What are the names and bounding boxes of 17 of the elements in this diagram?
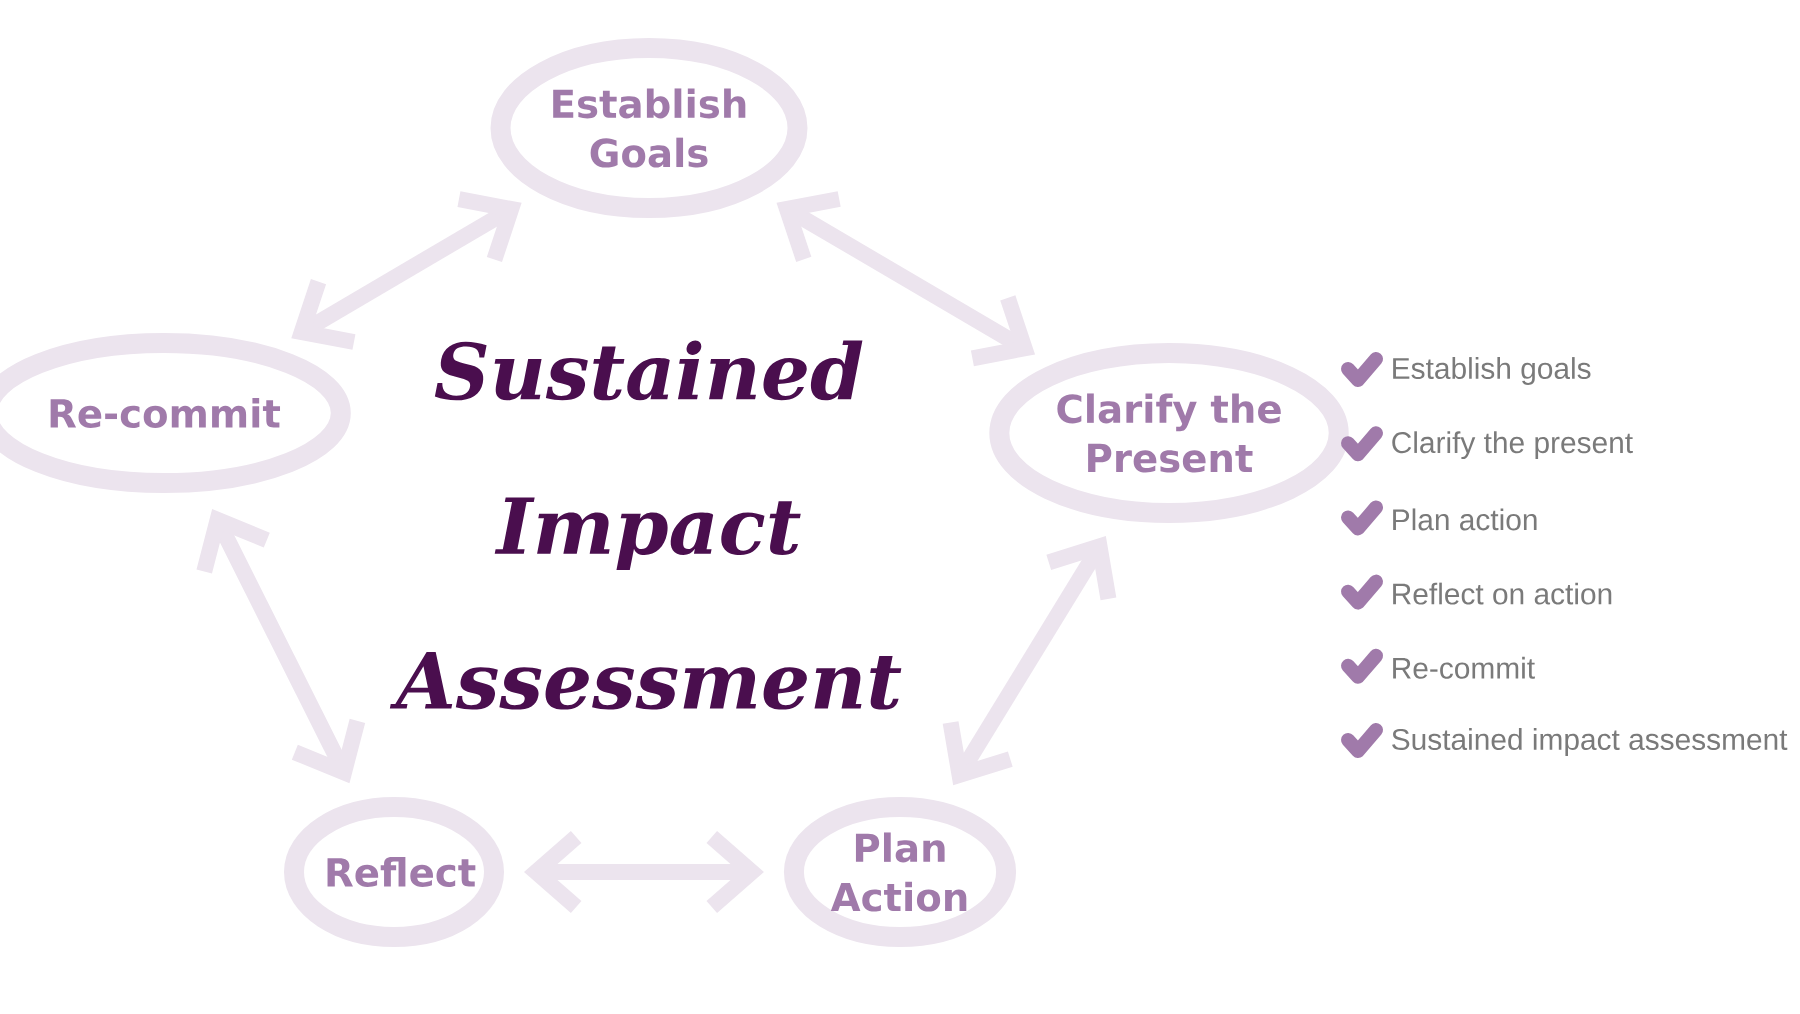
checklist-item: Plan action xyxy=(1393,508,1537,531)
checklist-item: Clarify the present xyxy=(1392,431,1633,460)
double-arrow xyxy=(776,191,1036,367)
ring-node: Plan Action xyxy=(783,797,1017,948)
checklist-item: Reflect on action xyxy=(1393,582,1612,605)
ring-node: Re-commit xyxy=(0,333,351,494)
ring-node: Establish Goals xyxy=(490,38,808,218)
double-arrow xyxy=(524,831,764,914)
double-arrow xyxy=(196,509,366,784)
ring-node: Clarify the Present xyxy=(989,343,1349,524)
double-arrow xyxy=(291,191,522,350)
checklist-item: Establish goals xyxy=(1393,357,1591,385)
title: Sustained Impact Assessment xyxy=(389,340,902,710)
ring-node: Reflect xyxy=(284,797,504,948)
checklist-item: Re-commit xyxy=(1393,656,1535,679)
checklist-item: Sustained impact assessment xyxy=(1392,728,1788,756)
double-arrow xyxy=(942,536,1117,786)
